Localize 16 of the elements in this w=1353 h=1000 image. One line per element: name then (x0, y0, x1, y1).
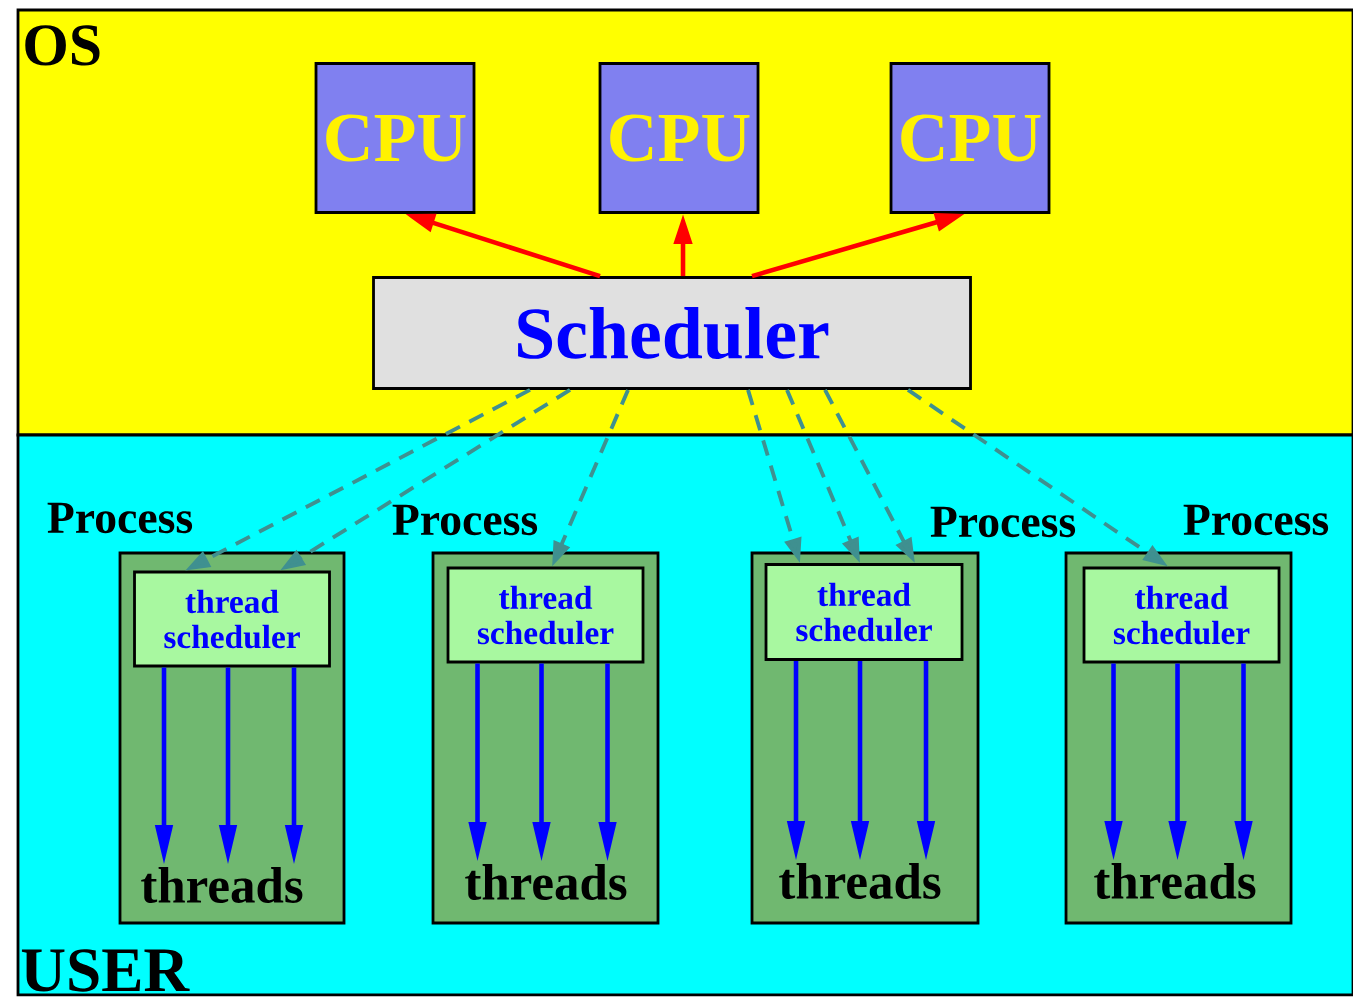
threads-label: threads (779, 863, 941, 899)
threads-label: threads (465, 864, 627, 900)
node-label: Process (47, 502, 193, 534)
thread-scheduler-box: thread scheduler (764, 563, 964, 661)
cpu-box: CPU (598, 62, 760, 214)
node-label: Process (1183, 504, 1329, 536)
thread-scheduler-box: thread scheduler (1082, 566, 1281, 664)
thread-scheduler-box: thread scheduler (133, 570, 331, 668)
threads-label: threads (1094, 863, 1256, 899)
cpu-box: CPU (889, 62, 1051, 214)
threads-label: threads (141, 867, 303, 903)
node-label: Process (930, 506, 1076, 538)
thread-scheduler-box: thread scheduler (446, 566, 645, 664)
scheduler-box: Scheduler (372, 276, 972, 390)
node-label: Process (392, 504, 538, 536)
cpu-box: CPU (314, 62, 476, 214)
